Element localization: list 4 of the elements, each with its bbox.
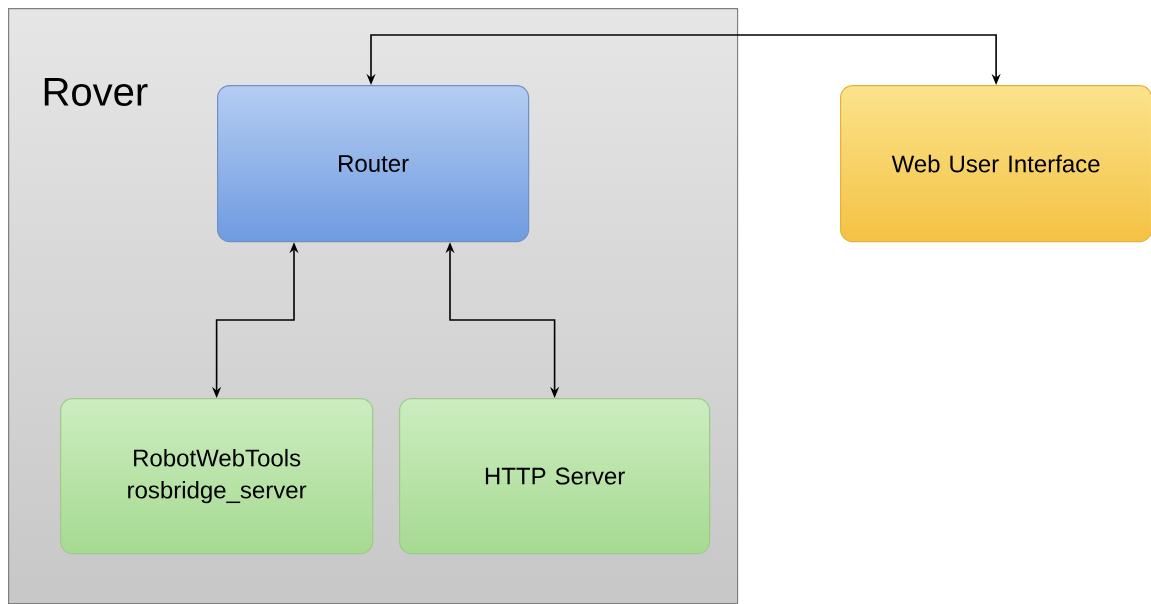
process-box: HTTP Server: [399, 398, 711, 555]
process-box: Web User Interface: [840, 85, 1151, 243]
process-box: Router: [217, 85, 530, 243]
process-box: RobotWebTools rosbridge_server: [60, 398, 374, 555]
